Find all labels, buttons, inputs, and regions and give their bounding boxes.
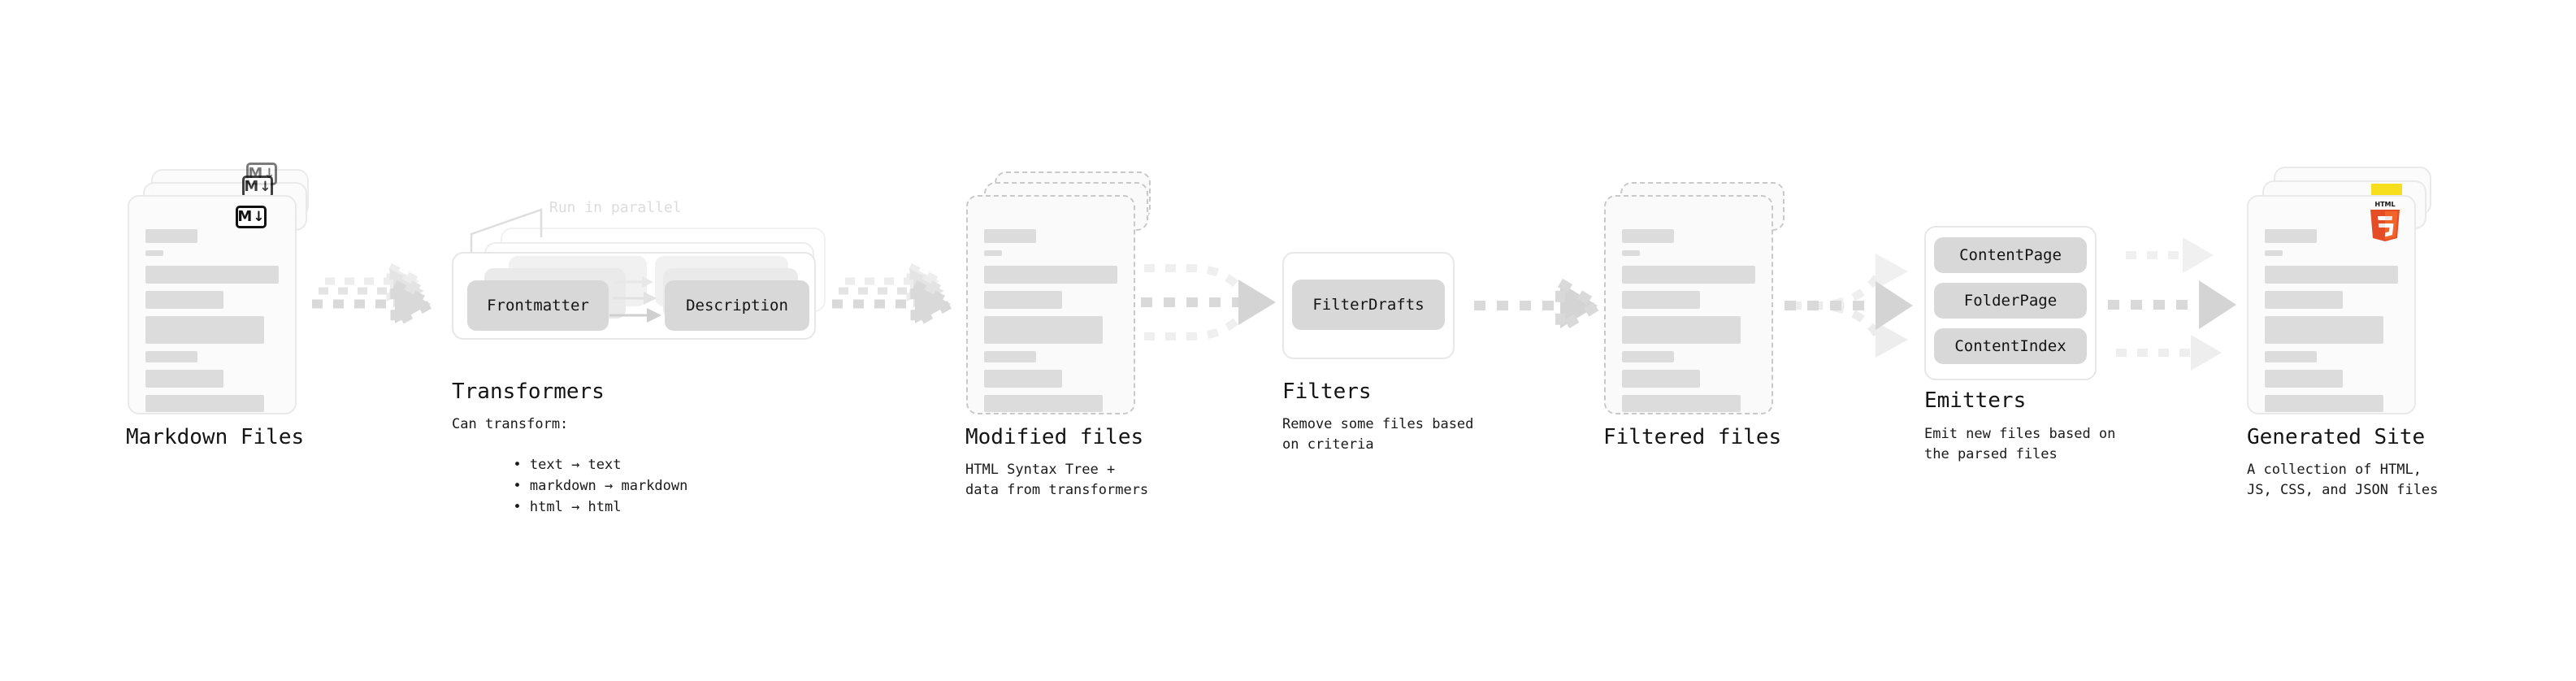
stage-desc-emitters: Emit new files based on the parsed files [1924,426,2116,462]
file-line [984,351,1036,362]
file-line [984,395,1103,412]
stage-desc-generated-site: A collection of HTML, JS, CSS, and JSON … [2247,462,2439,498]
file-line [984,229,1036,243]
bullet-text: html → html [529,499,622,515]
file-line [984,266,1117,284]
file-line [145,266,279,284]
stage-title-generated-site: Generated Site [2247,425,2426,449]
markdown-badge-arrow: ↓ [259,178,271,195]
transformer-bullet-1: • markdown → markdown [463,456,687,517]
bullet-dot: • [513,499,530,515]
file-line [1622,250,1640,256]
stage-desc-modified-files: HTML Syntax Tree + data from transformer… [965,462,1149,498]
file-line [145,250,163,256]
bullet-dot: • [513,478,530,494]
file-line [1622,229,1674,243]
file-line [1622,291,1700,309]
run-in-parallel-bracket [470,208,543,252]
file-line [145,316,264,344]
stage-title-filters: Filters [1282,380,1372,404]
transformer-bullet-2: • html → html [463,477,622,538]
file-line [984,370,1062,388]
svg-text:HTML: HTML [2374,201,2395,208]
markdown-badge-letter: M [244,178,259,195]
file-line [2265,266,2398,284]
stage-title-emitters: Emitters [1924,388,2027,413]
markdown-badge-letter: M [237,208,253,225]
file-line [2265,229,2317,243]
modified-file-card-front [966,195,1135,414]
stage-title-transformers: Transformers [452,380,605,404]
html5-icon: HTML [2370,201,2400,241]
file-line [145,351,197,362]
file-content-lines [2265,229,2400,419]
arrow-modified-to-filters [1141,264,1276,340]
run-in-parallel-label: Run in parallel [549,199,682,216]
bullet-text: text → text [529,457,622,473]
arrow-filters-to-filtered [1474,274,1607,337]
file-line [2265,291,2343,309]
file-line [1622,395,1741,412]
file-content-lines [145,229,280,419]
stage-desc-transformers: Can transform: [452,416,569,432]
file-line [145,370,223,388]
arrow-transformers-to-modified [832,260,961,332]
file-line [984,250,1002,256]
markdown-file-card-front [128,195,297,414]
file-line [145,229,197,243]
file-line [1622,316,1741,344]
emitter-chip-folderpage[interactable]: FolderPage [1934,283,2087,319]
filter-chip-filterdrafts[interactable]: FilterDrafts [1292,280,1445,330]
file-line [2265,395,2383,412]
file-line [2265,250,2283,256]
file-content-lines [984,229,1119,419]
file-line [145,291,223,309]
filtered-file-card-front [1604,195,1773,414]
file-line [145,395,264,412]
emitter-chip-contentpage[interactable]: ContentPage [1934,237,2087,273]
file-line [1622,351,1674,362]
bullet-dot: • [513,457,530,473]
stage-title-modified-files: Modified files [965,425,1144,449]
markdown-badge-icon: M↓ [236,206,267,228]
file-line [2265,316,2383,344]
file-content-lines [1622,229,1757,419]
transformers-inner-arrows [609,276,661,323]
file-line [984,291,1062,309]
stage-desc-filters: Remove some files based on criteria [1282,416,1474,453]
stage-title-filtered-files: Filtered files [1603,425,1782,449]
arrow-markdown-to-transformers [312,260,440,332]
file-line [1622,370,1700,388]
file-line [1622,266,1755,284]
arrow-filtered-to-emitters [1785,254,1913,358]
file-line [2265,370,2343,388]
markdown-badge-arrow: ↓ [253,208,265,225]
emitter-chip-contentindex[interactable]: ContentIndex [1934,328,2087,364]
transformer-chip-description[interactable]: Description [665,280,809,331]
arrow-emitters-to-site [2108,237,2236,371]
stage-title-markdown-files: Markdown Files [126,425,305,449]
bullet-text: markdown → markdown [529,478,688,494]
file-line [2265,351,2317,362]
transformer-chip-frontmatter[interactable]: Frontmatter [467,280,609,331]
transformer-bullet-0: • text → text [463,435,622,496]
file-line [984,316,1103,344]
